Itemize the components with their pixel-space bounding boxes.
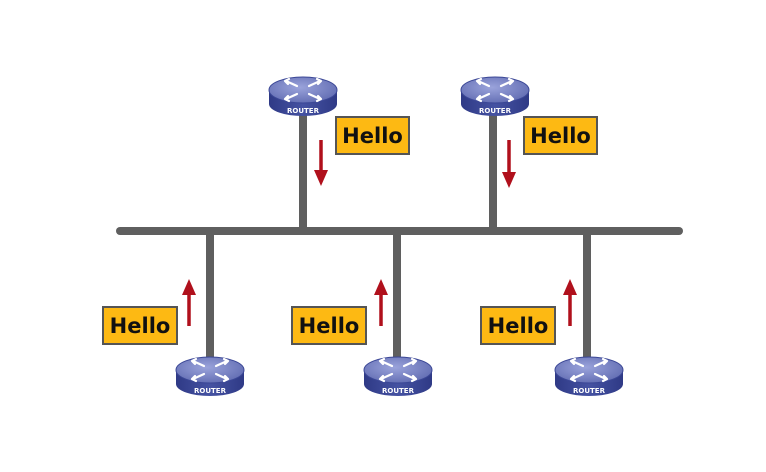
router-label: ROUTER	[194, 387, 227, 395]
hello-text: Hello	[110, 314, 171, 338]
arrow-up-icon	[182, 279, 196, 326]
hello-message-top-right: Hello	[523, 116, 598, 155]
router-label: ROUTER	[573, 387, 606, 395]
router-top-left: ROUTER	[267, 75, 339, 118]
hello-text: Hello	[488, 314, 549, 338]
hello-text: Hello	[299, 314, 360, 338]
hello-message-bottom-left: Hello	[102, 306, 178, 345]
router-bottom-middle: ROUTER	[362, 355, 434, 398]
arrow-down-icon	[502, 140, 516, 188]
arrow-down-icon	[314, 140, 328, 186]
router-label: ROUTER	[287, 107, 320, 115]
hello-text: Hello	[530, 124, 591, 148]
router-bottom-right: ROUTER	[553, 355, 625, 398]
hello-message-bottom-middle: Hello	[291, 306, 367, 345]
hello-message-top-left: Hello	[335, 116, 410, 155]
router-top-right: ROUTER	[459, 75, 531, 118]
hello-message-bottom-right: Hello	[480, 306, 556, 345]
router-bottom-left: ROUTER	[174, 355, 246, 398]
arrow-up-icon	[374, 279, 388, 326]
router-label: ROUTER	[479, 107, 512, 115]
hello-text: Hello	[342, 124, 403, 148]
arrow-up-icon	[563, 279, 577, 326]
router-label: ROUTER	[382, 387, 415, 395]
